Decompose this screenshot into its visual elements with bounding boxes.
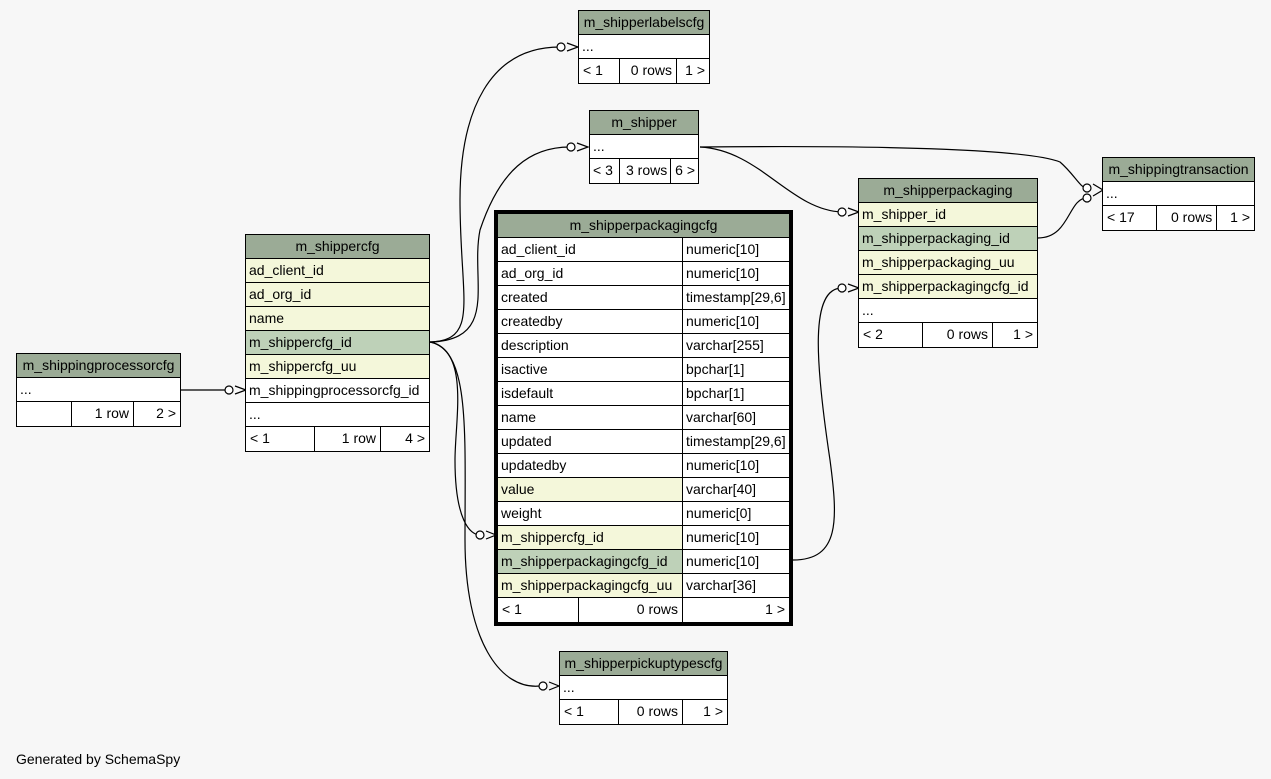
table-m-shippingprocessorcfg[interactable]: m_shippingprocessorcfg ... 1 row 2 > (16, 353, 181, 427)
table-m-shipperpackaging[interactable]: m_shipperpackaging m_shipper_id m_shippe… (858, 178, 1038, 348)
column-ellipsis: ... (582, 38, 594, 54)
generated-by-label: Generated by SchemaSpy (16, 751, 181, 767)
column-type: numeric[10] (682, 550, 789, 573)
edge-shipper-to-shippingtransaction (699, 145, 1088, 189)
column-type: varchar[40] (682, 478, 789, 501)
column-name: name (249, 310, 285, 326)
column-ad-org-id: ad_org_id (249, 286, 312, 302)
parents-count: < 1 (250, 430, 270, 446)
parents-count: < 17 (1107, 209, 1135, 225)
edge-shippercfg-to-shipper (429, 146, 571, 343)
table-m-shipperlabelscfg[interactable]: m_shipperlabelscfg ... < 1 0 rows 1 > (578, 10, 710, 84)
column-ellipsis: ... (249, 406, 261, 422)
column-name: weight (501, 505, 542, 521)
parents-count: < 1 (564, 703, 584, 719)
column-m-shipperpackaging-uu: m_shipperpackaging_uu (862, 254, 1015, 270)
row-count: 1 row (71, 402, 133, 426)
column-m-shipperpackaging-id: m_shipperpackaging_id (862, 230, 1010, 246)
table-header: m_shippingtransaction (1103, 158, 1254, 182)
parents-count (17, 402, 71, 426)
table-header: m_shippercfg (246, 235, 429, 259)
children-count: 1 > (682, 598, 789, 622)
column-ellipsis: ... (593, 138, 605, 154)
edge-shippercfg-to-packagingcfg (429, 341, 481, 536)
column-type: bpchar[1] (682, 382, 789, 405)
column-ellipsis: ... (20, 381, 32, 397)
column-name: created (501, 289, 548, 305)
column-name: createdby (501, 313, 563, 329)
column-name: isactive (501, 361, 548, 377)
column-ellipsis: ... (1106, 185, 1118, 201)
table-header: m_shipperpackagingcfg (498, 214, 789, 238)
table-m-shipperpickuptypescfg[interactable]: m_shipperpickuptypescfg ... < 1 0 rows 1… (559, 651, 728, 725)
column-type: varchar[36] (682, 574, 789, 597)
children-count: 2 > (133, 402, 180, 426)
table-header: m_shipperpackaging (859, 179, 1037, 203)
row-count: 0 rows (618, 700, 682, 724)
children-count: 1 > (1216, 206, 1254, 230)
column-m-shippingprocessorcfg-id: m_shippingprocessorcfg_id (249, 382, 420, 398)
row-count: 0 rows (1155, 206, 1217, 230)
table-header: m_shipper (590, 111, 698, 135)
children-count: 1 > (682, 700, 727, 724)
column-name: isdefault (501, 385, 554, 401)
column-type: timestamp[29,6] (682, 286, 789, 309)
edge-shippercfg-to-pickuptypes (429, 341, 541, 687)
table-header: m_shipperlabelscfg (579, 11, 709, 35)
column-type: numeric[10] (682, 310, 789, 333)
parents-count: < 1 (583, 62, 603, 78)
column-type: bpchar[1] (682, 358, 789, 381)
children-count: 6 > (670, 159, 698, 183)
row-count: 3 rows (618, 159, 671, 183)
column-ad-client-id: ad_client_id (249, 262, 324, 278)
children-count: 1 > (676, 59, 709, 83)
edge-shipper-to-shipperpackaging (699, 146, 843, 213)
table-m-shippingtransaction[interactable]: m_shippingtransaction ... < 17 0 rows 1 … (1102, 157, 1255, 231)
column-m-shippercfg-id: m_shippercfg_id (249, 334, 352, 350)
column-type: numeric[0] (682, 502, 789, 525)
column-type: numeric[10] (682, 238, 789, 261)
column-ellipsis: ... (862, 302, 874, 318)
children-count: 4 > (380, 427, 429, 451)
parents-count: < 2 (863, 326, 883, 342)
column-m-shippercfg-uu: m_shippercfg_uu (249, 358, 357, 374)
column-name: updated (501, 433, 552, 449)
column-name: updatedby (501, 457, 567, 473)
edge-shippercfg-to-labelscfg (429, 46, 561, 343)
column-name: name (501, 409, 537, 425)
children-count: 1 > (992, 323, 1037, 347)
parents-count: < 3 (593, 162, 613, 178)
table-header: m_shippingprocessorcfg (17, 354, 180, 378)
edge-shipperpackaging-to-shippingtransaction (1037, 197, 1088, 239)
column-name: m_shippercfg_id (498, 526, 682, 549)
column-type: numeric[10] (682, 526, 789, 549)
column-type: timestamp[29,6] (682, 430, 789, 453)
table-m-shipper[interactable]: m_shipper ... < 3 3 rows 6 > (589, 110, 699, 184)
column-type: numeric[10] (682, 454, 789, 477)
row-count: 0 rows (578, 598, 682, 622)
column-name: value (498, 478, 682, 501)
column-type: varchar[255] (682, 334, 789, 357)
column-m-shipperpackagingcfg-id: m_shipperpackagingcfg_id (862, 278, 1029, 294)
column-name: ad_org_id (501, 265, 564, 281)
row-count: 0 rows (619, 59, 676, 83)
row-count: 0 rows (922, 323, 992, 347)
table-m-shippercfg[interactable]: m_shippercfg ad_client_id ad_org_id name… (245, 234, 430, 452)
column-name: ad_client_id (501, 241, 576, 257)
parents-count: < 1 (502, 601, 522, 617)
column-name: m_shipperpackagingcfg_id (498, 550, 682, 573)
column-name: description (501, 337, 569, 353)
column-ellipsis: ... (563, 679, 575, 695)
column-name: m_shipperpackagingcfg_uu (498, 574, 682, 597)
table-header: m_shipperpickuptypescfg (560, 652, 727, 676)
row-count: 1 row (314, 427, 380, 451)
column-type: numeric[10] (682, 262, 789, 285)
column-type: varchar[60] (682, 406, 789, 429)
column-m-shipper-id: m_shipper_id (862, 206, 947, 222)
edge-packagingcfg-to-shipperpackaging (792, 287, 843, 561)
